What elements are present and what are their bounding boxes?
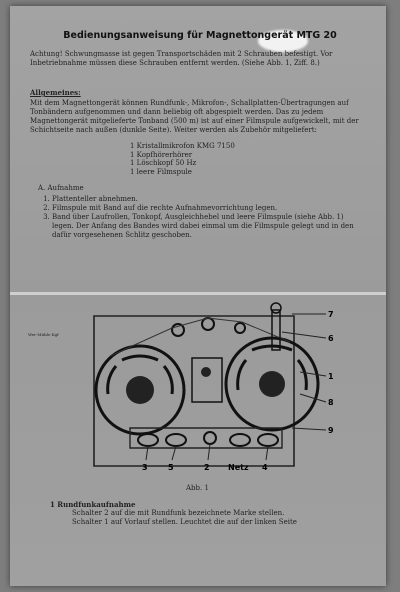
label-netz: Netz <box>228 463 249 472</box>
paper-stain <box>258 30 308 52</box>
accessory-list: 1 Kristallmikrofon KMG 7150 1 Kopfhörerh… <box>130 142 235 176</box>
tape-recorder-diagram: 7 6 1 8 9 3 5 2 Netz 4 <box>93 302 334 472</box>
list-item: 1 Kristallmikrofon KMG 7150 <box>130 142 235 150</box>
document-page: Bedienungsanweisung für Magnettongerät M… <box>10 6 386 586</box>
fold-line <box>10 292 386 295</box>
chassis-outline <box>93 315 295 467</box>
list-item: Plattenteller abnehmen. <box>52 195 358 204</box>
section-a: A. Aufnahme Plattenteller abnehmen. Film… <box>38 184 358 240</box>
allgemeines-heading: Allgemeines: <box>30 88 81 97</box>
step-list: Plattenteller abnehmen. Filmspule mit Ba… <box>38 195 358 240</box>
label-6: 6 <box>328 334 334 343</box>
right-reel-hub <box>259 371 285 397</box>
label-9: 9 <box>328 426 334 435</box>
guide-roller-center <box>201 317 215 331</box>
label-5: 5 <box>168 463 174 472</box>
section-1-line: Schalter 1 auf Vorlauf stellen. Leuchtet… <box>72 518 297 526</box>
tension-arm <box>271 309 281 351</box>
label-4: 4 <box>262 463 268 472</box>
list-item: Band über Laufrollen, Tonkopf, Ausgleich… <box>52 213 358 240</box>
knob-4 <box>257 433 279 447</box>
allgemeines-text: Mit dem Magnettongerät können Rundfunk-,… <box>30 99 359 134</box>
list-item: 1 leere Filmspule <box>130 167 192 176</box>
left-reel-hub <box>126 376 154 404</box>
section-a-heading: A. Aufnahme <box>38 184 84 192</box>
label-2: 2 <box>204 463 210 472</box>
label-3: 3 <box>142 463 148 472</box>
tape-head <box>201 367 211 377</box>
callout-lines <box>145 313 327 461</box>
knob-5 <box>165 433 187 447</box>
label-8: 8 <box>328 398 334 407</box>
guide-roller-left <box>171 323 185 337</box>
label-1: 1 <box>328 372 334 381</box>
figure-caption: Abb. 1 <box>186 484 209 492</box>
list-item: 1 Kopfhörerhörer <box>130 150 193 159</box>
section-1-heading: 1 Rundfunkaufnahme <box>50 500 136 509</box>
achtung-paragraph: Achtung! Schwungmasse ist gegen Transpor… <box>30 50 360 68</box>
stamp-text: Wer-Mühle Kgf <box>28 332 59 337</box>
allgemeines-section: Allgemeines: Mit dem Magnettongerät könn… <box>30 88 360 135</box>
achtung-text: Achtung! Schwungmasse ist gegen Transpor… <box>30 50 333 67</box>
arm-knob <box>270 302 282 314</box>
list-item: 1 Löschkopf 50 Hz <box>130 159 197 167</box>
list-item: Filmspule mit Band auf die rechte Aufnah… <box>52 204 358 213</box>
left-reel-cutouts <box>106 354 174 395</box>
knob-2 <box>203 431 217 445</box>
document-title: Bedienungsanweisung für Magnettongerät M… <box>63 30 337 41</box>
tape-head-block <box>191 357 223 403</box>
tape-path <box>109 317 291 357</box>
label-7: 7 <box>328 310 334 319</box>
guide-roller-right <box>234 322 246 334</box>
section-1-line: Schalter 2 auf die mit Rundfunk bezeichn… <box>72 509 285 517</box>
switch-netz <box>229 433 251 447</box>
knob-3 <box>137 433 159 447</box>
control-panel <box>129 427 283 449</box>
section-1: 1 Rundfunkaufnahme Schalter 2 auf die mi… <box>50 500 370 527</box>
left-reel <box>94 344 186 436</box>
